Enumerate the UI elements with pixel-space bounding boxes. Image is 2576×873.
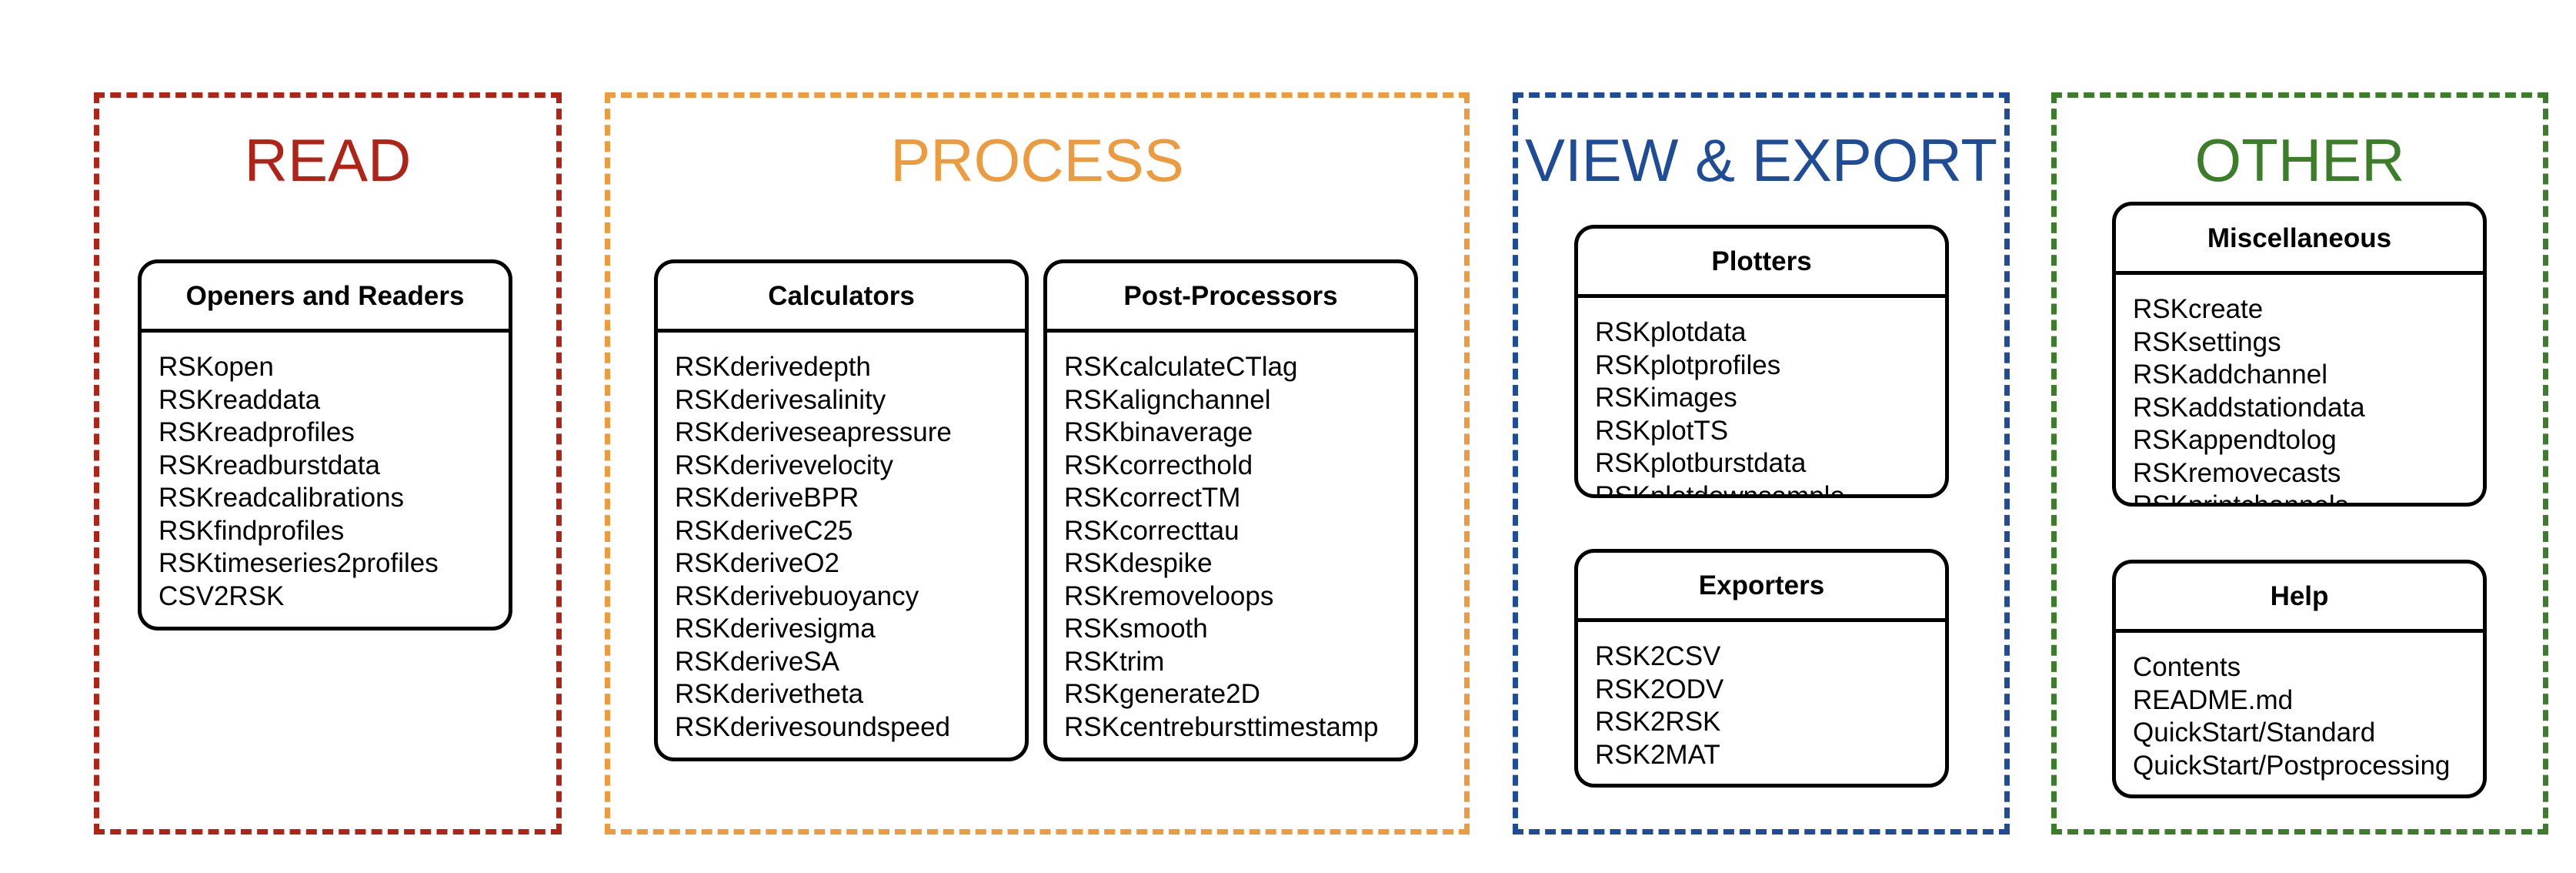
function-item: RSKderivetheta (675, 679, 864, 709)
function-item: RSKderivebuoyancy (675, 580, 919, 611)
function-item: RSKcalculateCTlag (1064, 352, 1298, 382)
function-item: RSKsmooth (1064, 614, 1208, 644)
section-title-view-export: VIEW & EXPORT (1524, 126, 1998, 194)
function-item: RSKappendtolog (2133, 425, 2337, 455)
function-item: RSKtrim (1064, 646, 1165, 677)
function-item: RSKsettings (2133, 326, 2281, 357)
function-item: RSKalignchannel (1064, 384, 1271, 415)
function-item: RSKgenerate2D (1064, 679, 1260, 709)
function-item: RSKreadprofiles (158, 417, 355, 447)
section-title-process: PROCESS (890, 126, 1184, 194)
function-item: RSKreaddata (158, 384, 321, 415)
function-item: RSK2MAT (1595, 739, 1720, 770)
function-item: RSKbinaverage (1064, 417, 1253, 447)
function-item: RSKplotburstdata (1595, 448, 1807, 478)
function-item: RSKreadburstdata (158, 450, 380, 480)
function-item: RSKcreate (2133, 294, 2264, 324)
function-item: CSV2RSK (158, 580, 285, 611)
function-item: RSKderivevelocity (675, 450, 893, 480)
function-item: RSKcorrecthold (1064, 450, 1253, 480)
function-item: RSKimages (1595, 383, 1737, 413)
function-item: RSKremovecasts (2133, 457, 2341, 488)
function-item: RSKderivesoundspeed (675, 711, 951, 742)
function-item: RSKreadcalibrations (158, 483, 405, 513)
function-item: QuickStart/Postprocessing (2133, 750, 2451, 781)
card-title-help: Help (2116, 564, 2483, 633)
function-item: RSKtimeseries2profiles (158, 548, 439, 578)
function-item: Contents (2133, 652, 2241, 682)
function-item: RSKderiveBPR (675, 483, 859, 513)
card-title-exporters: Exporters (1578, 553, 1945, 622)
function-item: RSKplotdownsample (1595, 480, 1845, 498)
function-item: RSK2CSV (1595, 641, 1721, 671)
function-item: RSKcorrecttau (1064, 515, 1240, 546)
section-title-other: OTHER (2194, 126, 2405, 194)
function-item: README.md (2133, 684, 2294, 715)
function-item: RSKprintchannels (2133, 490, 2349, 507)
function-item: RSKplotTS (1595, 415, 1729, 446)
function-item: RSK2RSK (1595, 707, 1721, 737)
function-item: QuickStart/Standard (2133, 717, 2376, 748)
function-item: RSKdespike (1064, 548, 1213, 578)
function-item: RSKopen (158, 352, 274, 382)
function-item: RSKderivedepth (675, 352, 871, 382)
card-title-openers-and-readers: Openers and Readers (142, 263, 509, 333)
card-title-calculators: Calculators (658, 263, 1025, 333)
function-item: RSKremoveloops (1064, 580, 1274, 611)
function-item: RSKderiveO2 (675, 548, 839, 578)
card-title-plotters: Plotters (1578, 229, 1945, 298)
function-item: RSKplotprofiles (1595, 350, 1781, 380)
function-item: RSKaddstationdata (2133, 392, 2365, 423)
function-item: RSKderivesalinity (675, 384, 886, 415)
function-item: RSKderivesigma (675, 614, 876, 644)
card-title-miscellaneous: Miscellaneous (2116, 206, 2483, 275)
function-item: RSKderiveC25 (675, 515, 853, 546)
function-item: RSKderiveSA (675, 646, 839, 677)
function-item: RSK2ODV (1595, 674, 1724, 704)
card-title-post-processors: Post-Processors (1047, 263, 1414, 333)
function-item: RSKcorrectTM (1064, 483, 1241, 513)
function-item: RSKplotdata (1595, 317, 1747, 347)
section-title-read: READ (244, 126, 412, 194)
function-item: RSKderiveseapressure (675, 417, 952, 447)
function-item: RSKcentrebursttimestamp (1064, 711, 1379, 742)
function-item: RSKfindprofiles (158, 515, 345, 546)
function-item: RSKaddchannel (2133, 360, 2327, 390)
